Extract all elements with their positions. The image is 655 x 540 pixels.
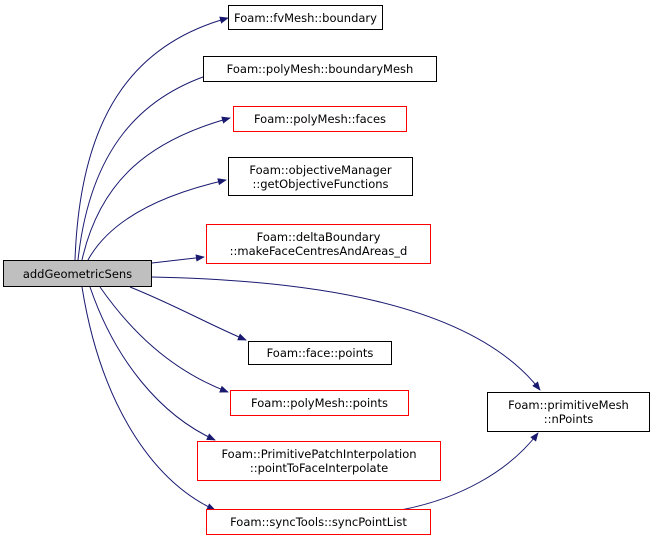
edge-to-polymesh-boundarymesh: [77, 70, 219, 261]
edge-to-polymesh-faces: [81, 116, 231, 261]
edge-to-deltaboundary: [151, 254, 205, 264]
node-fvmesh-boundary[interactable]: Foam::fvMesh::boundary: [228, 5, 383, 30]
node-face-points[interactable]: Foam::face::points: [248, 341, 392, 365]
node-label-line2: ::nPoints: [543, 412, 594, 426]
edge-synctools-to-primitivemesh: [394, 432, 539, 512]
node-primitivemesh-npoints[interactable]: Foam::primitiveMesh ::nPoints: [487, 392, 650, 432]
node-label: Foam::polyMesh::faces: [253, 112, 387, 126]
edge-to-fvmesh-boundary: [74, 16, 229, 261]
node-label-line1: Foam::deltaBoundary: [256, 230, 381, 244]
edge-to-face-points: [129, 286, 247, 341]
node-objectivemanager[interactable]: Foam::objectiveManager ::getObjectiveFun…: [228, 157, 413, 196]
node-label-line2: ::makeFaceCentresAndAreas_d: [229, 244, 408, 258]
node-add-geometric-sens[interactable]: addGeometricSens: [3, 260, 152, 287]
node-primitivepatchinterpolation[interactable]: Foam::PrimitivePatchInterpolation ::poin…: [197, 441, 441, 481]
node-label: Foam::syncTools::syncPointList: [230, 515, 407, 529]
node-synctools-syncpointlist[interactable]: Foam::syncTools::syncPointList: [206, 509, 431, 535]
node-polymesh-faces[interactable]: Foam::polyMesh::faces: [233, 106, 407, 132]
node-label-line2: ::pointToFaceInterpolate: [249, 461, 389, 475]
node-label: Foam::fvMesh::boundary: [234, 10, 377, 25]
edge-to-synctools: [81, 286, 216, 511]
edge-to-primitivemesh: [151, 276, 541, 391]
edge-to-ppinterp: [89, 286, 216, 441]
node-polymesh-boundarymesh[interactable]: Foam::polyMesh::boundaryMesh: [203, 56, 437, 82]
node-label: Foam::polyMesh::boundaryMesh: [226, 62, 414, 76]
node-label-line1: Foam::PrimitivePatchInterpolation: [221, 447, 417, 461]
node-polymesh-points[interactable]: Foam::polyMesh::points: [230, 390, 409, 416]
node-label: Foam::polyMesh::points: [251, 396, 388, 410]
node-label: Foam::face::points: [266, 346, 374, 360]
node-label-line2: ::getObjectiveFunctions: [252, 176, 389, 191]
edge-to-polymesh-points: [99, 286, 229, 393]
node-label-line1: Foam::primitiveMesh: [508, 398, 629, 412]
node-label: addGeometricSens: [22, 266, 133, 281]
edge-to-objectivemanager: [87, 178, 227, 261]
node-deltaboundary[interactable]: Foam::deltaBoundary ::makeFaceCentresAnd…: [206, 224, 431, 264]
node-label-line1: Foam::objectiveManager: [249, 162, 392, 177]
